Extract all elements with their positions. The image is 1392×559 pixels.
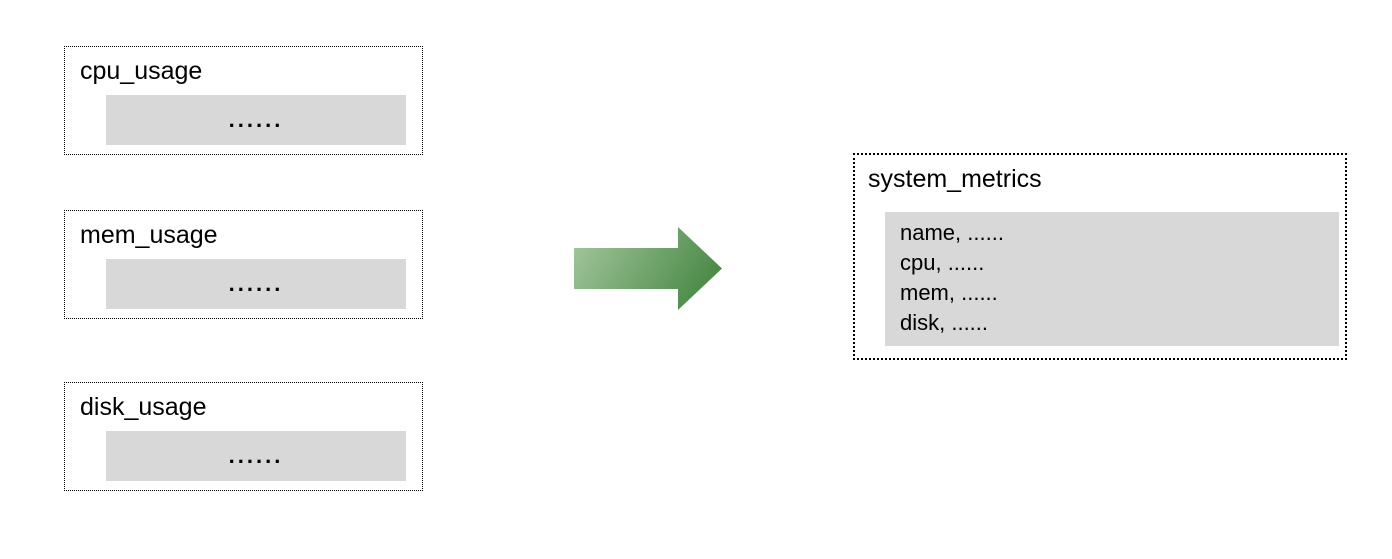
ellipsis-placeholder: ......	[228, 107, 284, 132]
result-table-row: disk, ......	[900, 310, 989, 335]
ellipsis-placeholder: ......	[228, 443, 284, 468]
source-table-data-panel: ......	[106, 431, 406, 481]
source-table-cpu-usage: cpu_usage ......	[64, 46, 423, 155]
result-table-row: cpu, ......	[900, 250, 985, 275]
ellipsis-placeholder: ......	[228, 271, 284, 296]
result-table-data-panel: name, ...... cpu, ...... mem, ...... dis…	[885, 212, 1339, 346]
result-table-title: system_metrics	[868, 165, 1042, 193]
source-table-data-panel: ......	[106, 259, 406, 309]
source-table-title: cpu_usage	[80, 57, 203, 85]
result-table-row: mem, ......	[900, 280, 998, 305]
result-table-row: name, ......	[900, 220, 1004, 245]
result-table-system-metrics: system_metrics name, ...... cpu, ...... …	[853, 153, 1347, 360]
source-table-title: mem_usage	[80, 221, 218, 249]
merge-arrow-icon	[574, 227, 723, 311]
right-arrow-icon	[574, 227, 722, 310]
source-table-title: disk_usage	[80, 393, 207, 421]
source-table-data-panel: ......	[106, 95, 406, 145]
source-table-mem-usage: mem_usage ......	[64, 210, 423, 319]
source-table-disk-usage: disk_usage ......	[64, 382, 423, 491]
